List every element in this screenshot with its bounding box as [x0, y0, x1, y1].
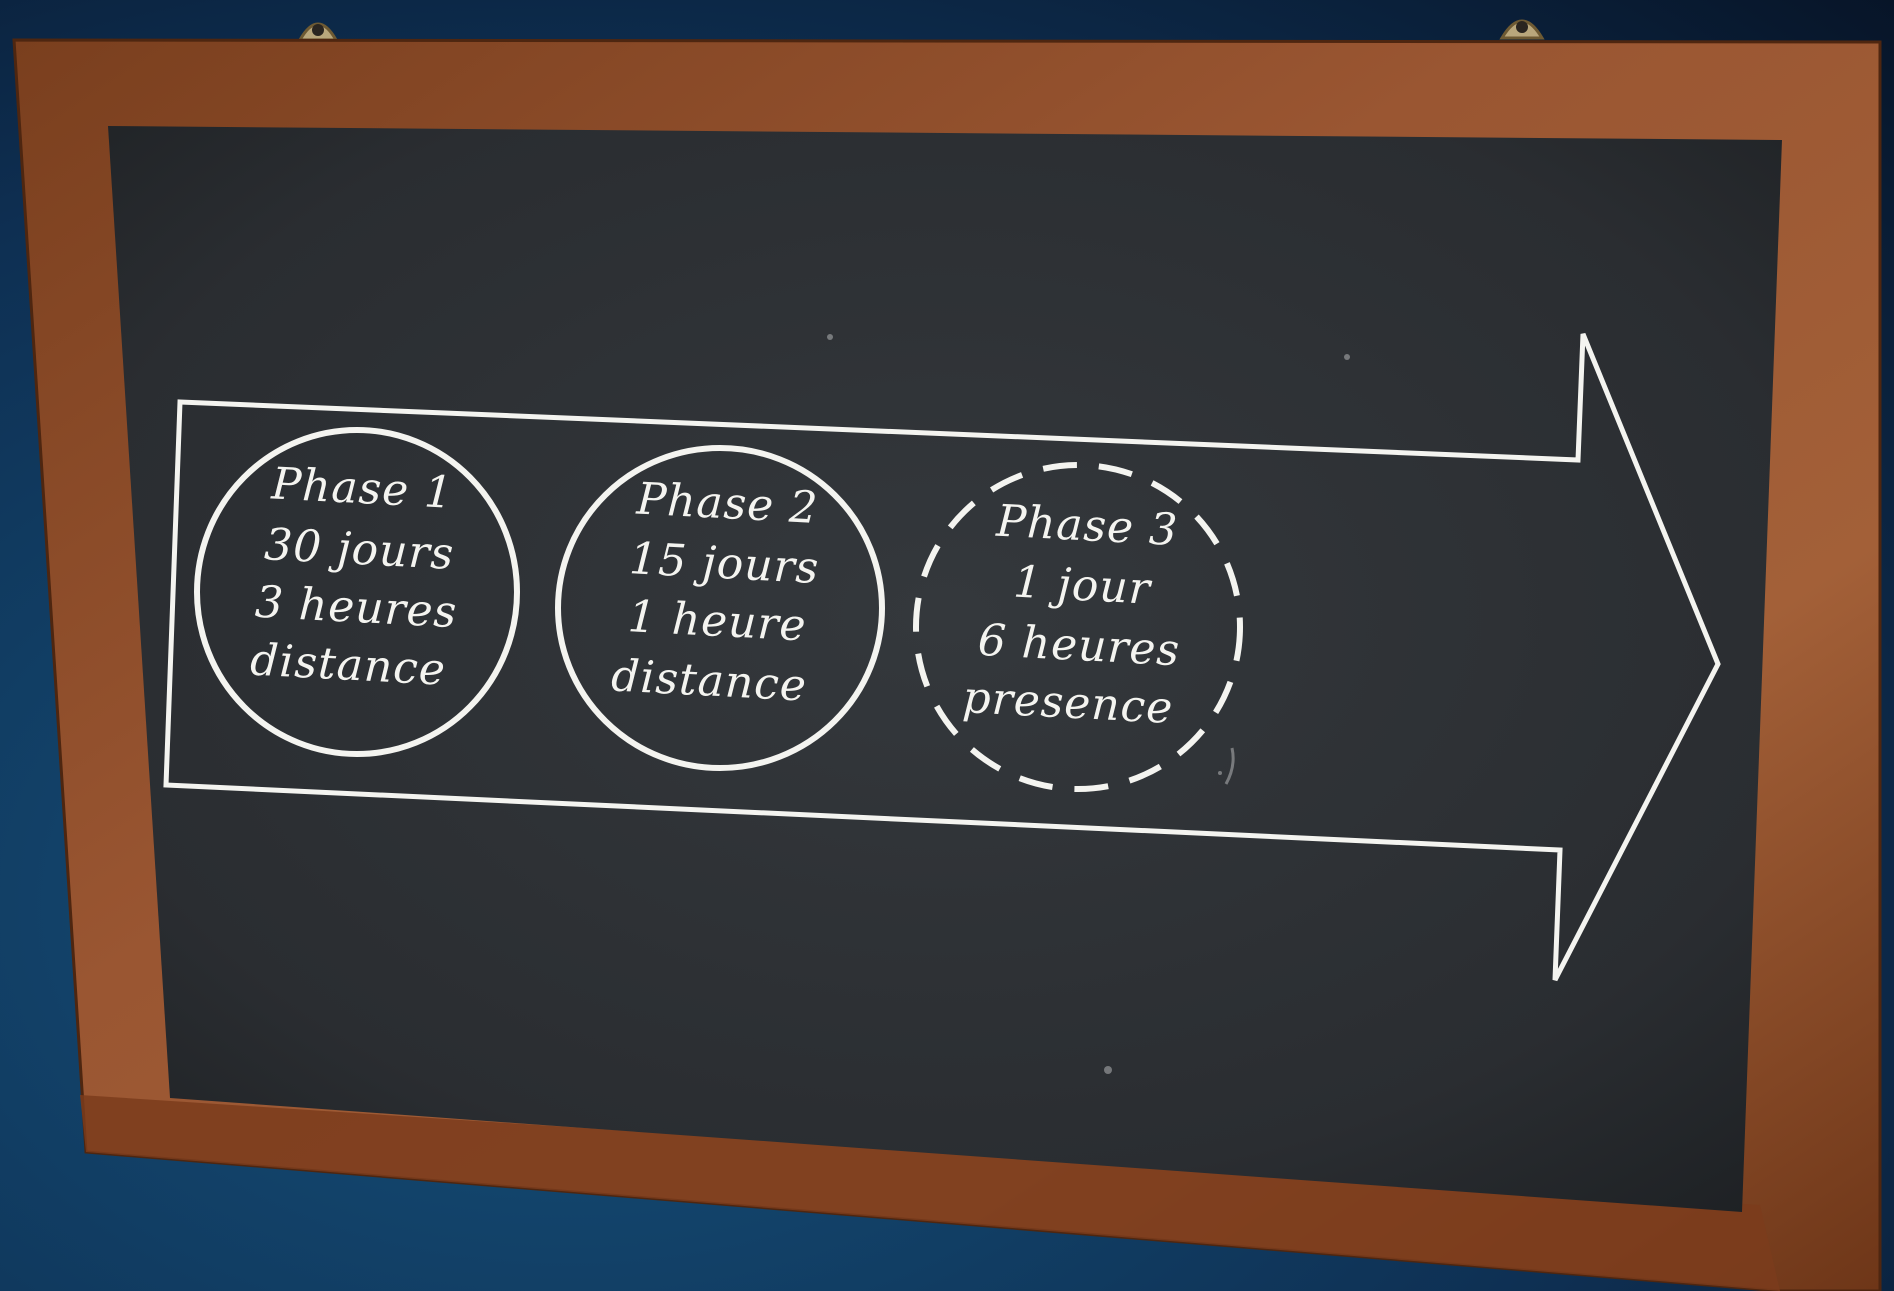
phase-2-mode: distance [610, 650, 808, 711]
phase-3-duration: 1 jour [1012, 557, 1154, 615]
phase-2-hours: 1 heure [627, 591, 808, 651]
phase-1-title: Phase 1 [269, 458, 454, 518]
phase-2-duration: 15 jours [628, 533, 820, 594]
phase-3-title: Phase 3 [994, 496, 1179, 556]
phase-1-hours: 3 heures [254, 577, 459, 639]
phase-3-hours: 6 heures [977, 615, 1182, 677]
phase-1-duration: 30 jours [263, 519, 455, 580]
phase-1-mode: distance [249, 635, 447, 696]
phase-2-title: Phase 2 [634, 473, 819, 533]
